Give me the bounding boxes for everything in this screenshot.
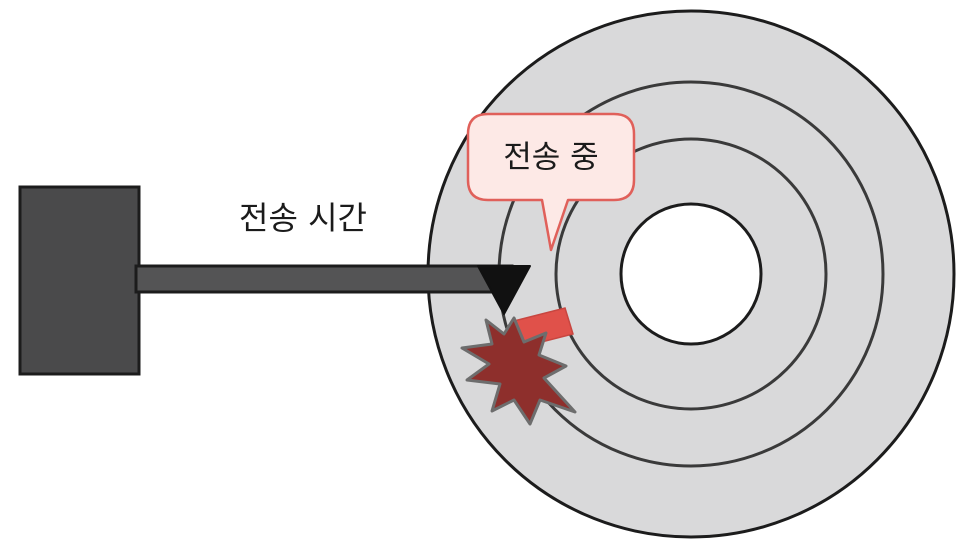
transfer-time-label: 전송 시간 [239, 199, 367, 237]
transferring-label: 전송 중 [503, 140, 598, 176]
track-middle [554, 137, 828, 411]
speech-bubble: 전송 중 [466, 112, 636, 252]
spindle-hole [619, 202, 763, 346]
read-write-head [477, 265, 531, 315]
actuator-block [18, 185, 141, 376]
burst-icon [460, 316, 577, 426]
actuator-arm [134, 264, 514, 294]
speech-bubble-shape [466, 112, 636, 252]
